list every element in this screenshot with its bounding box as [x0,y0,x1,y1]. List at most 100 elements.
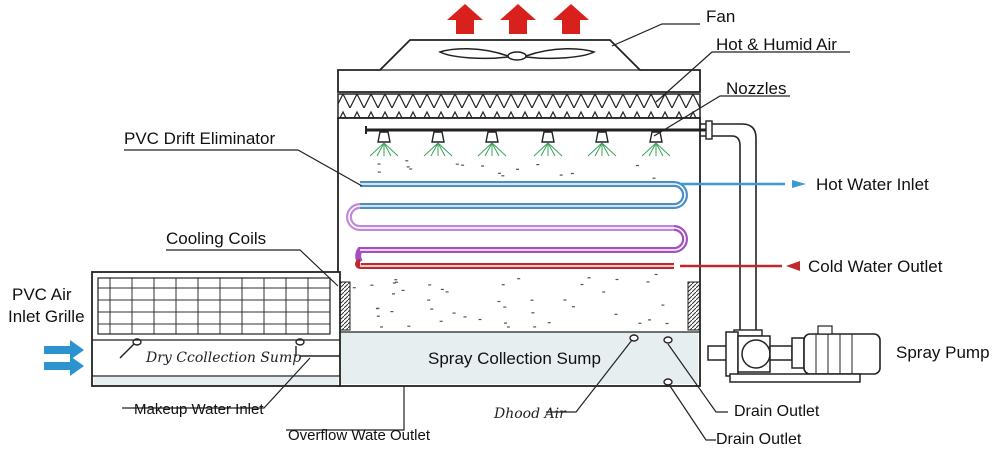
overflow-water-outlet-label: Overflow Wate Outlet [288,427,431,444]
water-droplet [506,326,510,328]
nozzle-icon [477,131,507,157]
water-droplet [504,322,507,324]
coil-pass-3-inner [360,227,686,251]
water-droplet [580,283,584,286]
inlet-grille-label: Inlet Grille [8,307,85,326]
cold-water-outlet-line [680,261,800,271]
tower-louver-right [687,281,701,331]
riser-pipe [700,120,763,340]
hot-air-arrow-3 [553,4,589,34]
water-droplet [501,284,505,286]
water-droplet [452,312,456,314]
water-droplet [439,320,443,322]
dry-collection-sump-label: Dry Ccollection Sump [145,350,301,366]
water-droplet [530,299,534,301]
water-droplet [654,273,658,276]
inlet-air-arrows [44,340,84,376]
water-droplet [501,175,505,177]
water-droplet [375,308,379,310]
inlet-air-arrow-2 [44,356,84,376]
nozzle-icon [423,131,453,157]
water-droplet [559,174,563,176]
water-droplet [377,171,381,173]
water-droplet [377,163,381,165]
water-droplet [614,313,618,315]
nozzle-icon [641,131,671,157]
water-droplet [392,282,396,284]
water-droplet [497,300,501,303]
fan-icon [438,47,596,61]
coil-pass-1-inner [360,183,686,207]
water-droplet [497,172,501,174]
water-droplet [638,322,642,324]
drain-markers [629,334,673,386]
water-droplet [636,164,639,167]
cold-water-outlet-label: Cold Water Outlet [808,257,943,276]
water-droplet [503,306,507,308]
drain-outlet-label-2: Drain Outlet [716,431,802,448]
fan-label: Fan [706,7,735,26]
water-droplet [463,316,467,318]
leader-lines [122,23,850,441]
water-droplet [455,163,459,165]
water-droplet [571,306,575,308]
hot-humid-air-label: Hot & Humid Air [716,35,837,54]
water-droplet [478,318,482,321]
water-droplet [547,322,551,324]
hot-water-inlet-label: Hot Water Inlet [816,175,929,194]
nozzles-label: Nozzles [726,79,786,98]
water-droplet [536,164,540,166]
water-droplet [587,277,591,279]
cooling-coils [346,181,688,269]
water-droplet [390,311,394,313]
fan-housing [337,39,701,93]
spray-pump-label: Spray Pump [896,343,990,362]
water-droplet [646,281,650,283]
drain-outlet-label-1: Drain Outlet [734,403,820,420]
water-droplet [533,326,537,328]
water-droplet [406,166,410,168]
water-droplet [392,293,395,295]
water-droplet [516,168,519,170]
nozzles [369,131,671,157]
water-droplet [394,279,398,281]
coil-pass-4 [355,259,674,269]
water-droplet [395,281,398,283]
pvc-air-label: PVC Air [12,285,72,304]
pvc-drift-eliminator-label: PVC Drift Eliminator [124,129,275,148]
water-droplet [376,315,380,317]
water-droplet [602,291,606,293]
water-droplet [409,168,413,170]
air-inlet-box [91,271,341,387]
sump-pipes [119,338,340,359]
water-droplet [461,164,465,166]
water-droplet [563,299,567,301]
makeup-water-inlet-label: Makeup Water Inlet [134,401,264,418]
nozzle-icon [369,131,399,157]
water-droplet [615,278,619,281]
cooling-coils-label: Cooling Coils [166,229,266,248]
hot-water-inlet-line [680,180,806,188]
water-droplet [440,288,444,290]
hot-air-arrow-1 [447,4,483,34]
water-droplet [531,312,535,314]
water-droplet [570,172,574,175]
spray-pump [707,325,881,383]
drood-air-label: Dhood Air [493,406,567,422]
hot-air-arrows [447,4,589,34]
water-droplet [445,291,449,293]
nozzle-icon [587,131,617,157]
water-droplet [352,287,356,289]
water-droplet [430,308,434,310]
drift-eliminator [337,93,701,119]
water-droplet [405,160,409,162]
water-droplet [428,284,432,286]
water-droplet [407,325,411,327]
water-droplet [380,326,383,328]
nozzle-icon [533,131,563,157]
water-droplet [648,319,651,321]
water-droplet [401,289,405,291]
water-droplet [661,304,665,306]
spray-collection-sump-label: Spray Collection Sump [428,349,601,368]
